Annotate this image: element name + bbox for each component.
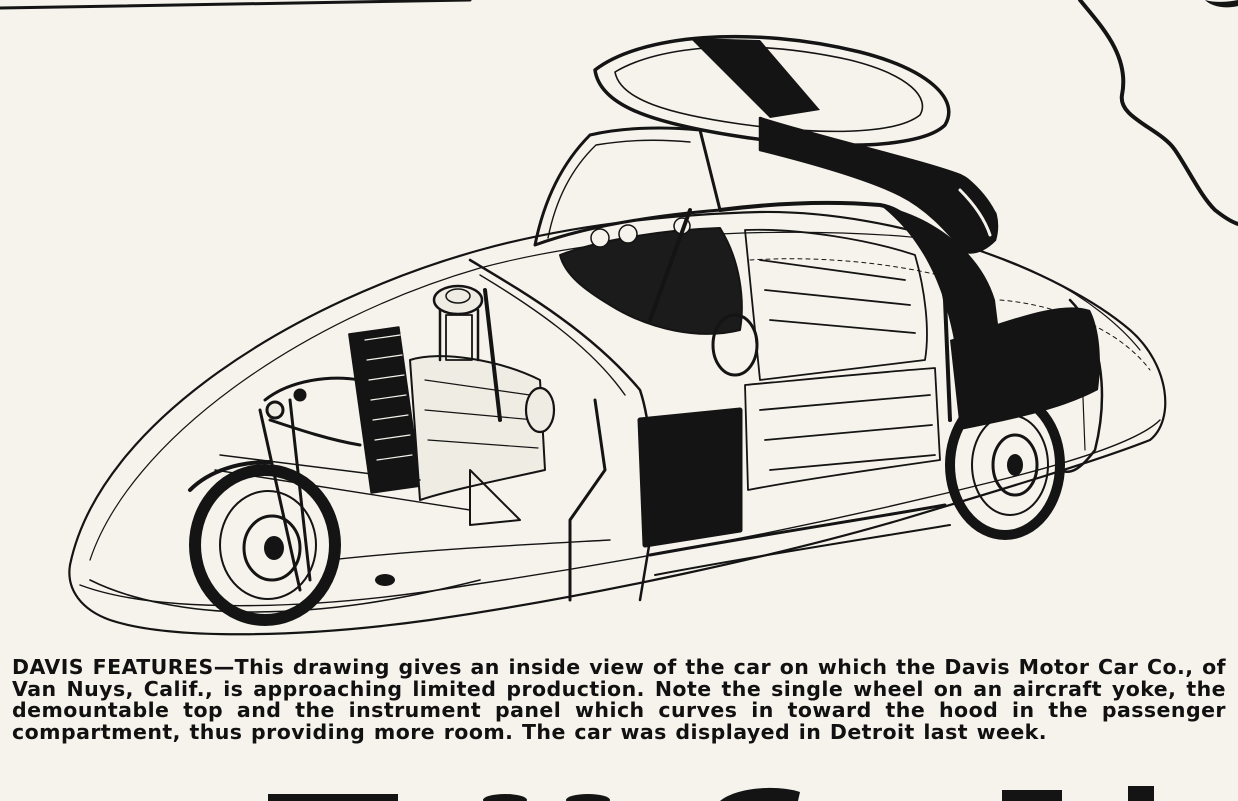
seat [744, 228, 941, 491]
hidden-line-roof [749, 258, 991, 291]
engine [348, 284, 556, 526]
windshield-frame [533, 126, 722, 247]
rocker-panel-lower [654, 524, 951, 576]
front-pillar [568, 398, 607, 602]
caption-body: This drawing gives an inside view of the… [12, 655, 1226, 744]
rocker-panel [648, 503, 947, 557]
davis-car-cutaway-illustration [0, 0, 1238, 636]
photo-caption: DAVIS FEATURES—This drawing gives an ins… [12, 655, 1226, 744]
cowl-inner [479, 274, 626, 396]
gauge-2 [618, 224, 638, 244]
front-wheel [188, 460, 341, 626]
rear-pillar-shading [880, 205, 1000, 345]
underbody-line [329, 539, 611, 561]
aircraft-yoke [214, 376, 471, 592]
instrument-panel [559, 227, 743, 335]
rear-wheel [945, 390, 1065, 540]
demountable-top [593, 34, 1001, 254]
hidden-line-rear [999, 299, 1151, 371]
tow-hook [375, 574, 395, 586]
body-shell-outline [68, 210, 1167, 636]
caption-dash: — [213, 655, 235, 679]
headline-fragment-cropped [268, 786, 1154, 801]
door-sill [637, 407, 743, 548]
caption-lead: DAVIS FEATURES [12, 655, 214, 679]
rear-fender-edge [1058, 298, 1104, 474]
map-border-line [1078, 0, 1238, 226]
steering-column [648, 208, 692, 322]
windshield-inner [547, 139, 691, 239]
front-skirt [89, 579, 481, 613]
map-border-corner [1205, 0, 1238, 8]
gauge-1 [590, 228, 610, 248]
rear-fender-detail [1079, 319, 1086, 451]
page-border-top [0, 0, 472, 10]
